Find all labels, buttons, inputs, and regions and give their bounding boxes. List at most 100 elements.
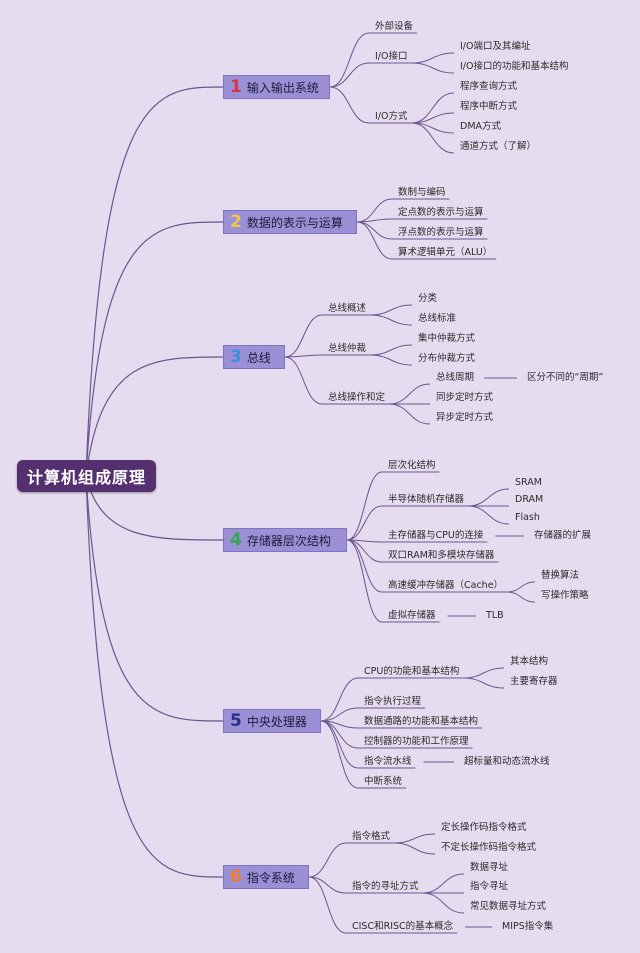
connector-line: [284, 354, 323, 358]
subtopic-node[interactable]: DRAM: [515, 494, 544, 505]
topic-node[interactable]: 总线仲裁: [328, 343, 367, 354]
topic-node[interactable]: 指令格式: [352, 831, 391, 842]
topic-node[interactable]: I/O接口: [375, 51, 408, 62]
connector-line: [389, 383, 431, 405]
topic-node[interactable]: 数据通路的功能和基本结构: [364, 716, 479, 727]
subtopic-node[interactable]: 同步定时方式: [436, 392, 494, 403]
connector-line: [370, 304, 413, 316]
topic-node[interactable]: 层次化结构: [388, 460, 436, 471]
branch-node-4[interactable]: 4 存储器层次结构: [223, 528, 347, 552]
topic-node[interactable]: 浮点数的表示与运算: [398, 227, 484, 238]
branch-label: 中央处理器: [246, 714, 307, 729]
topic-node[interactable]: 双口RAM和多模块存储器: [388, 550, 495, 561]
root-node[interactable]: 计算机组成原理: [17, 460, 156, 492]
subtopic-node[interactable]: 存储器的扩展: [534, 530, 592, 541]
connector-line: [356, 198, 393, 223]
topic-node[interactable]: 虚拟存储器: [388, 610, 436, 621]
subtopic-node[interactable]: SRAM: [515, 477, 542, 488]
connector-line: [346, 471, 383, 541]
subtopic-node[interactable]: Flash: [515, 512, 540, 523]
branch-number: 5: [230, 711, 242, 731]
subtopic-node[interactable]: 总线标准: [418, 313, 457, 324]
subtopic-node[interactable]: I/O接口的功能和基本结构: [460, 61, 569, 72]
subtopic-node[interactable]: DMA方式: [460, 121, 502, 132]
connector-line: [85, 86, 224, 477]
connector-line: [284, 356, 323, 405]
connector-line: [422, 873, 465, 894]
connector-line: [370, 344, 413, 356]
branch-number: 3: [230, 347, 242, 367]
subtopic-node[interactable]: MIPS指令集: [502, 921, 554, 932]
topic-node[interactable]: 数制与编码: [398, 187, 446, 198]
topic-node[interactable]: 高速缓冲存储器（Cache）: [388, 580, 504, 591]
branch-node-3[interactable]: 3 总线: [223, 345, 285, 369]
connector-line: [308, 876, 347, 934]
subtopic-node[interactable]: 总线周期: [436, 372, 475, 383]
connector-line: [370, 314, 413, 326]
branch-number: 6: [230, 867, 242, 887]
topic-node[interactable]: 定点数的表示与运算: [398, 207, 484, 218]
subtopic-node[interactable]: 超标量和动态流水线: [464, 756, 550, 767]
connector-line: [468, 505, 510, 525]
subtopic-node[interactable]: 通道方式（了解）: [460, 141, 537, 152]
subtopic-node[interactable]: 数据寻址: [470, 862, 509, 873]
connector-line: [370, 354, 413, 366]
branch-label: 指令系统: [246, 870, 295, 885]
connector-line: [356, 221, 393, 260]
topic-node[interactable]: CPU的功能和基本结构: [364, 666, 460, 677]
branch-label: 数据的表示与运算: [246, 215, 343, 230]
subtopic-node[interactable]: 分布仲裁方式: [418, 353, 476, 364]
subtopic-node[interactable]: 指令寻址: [470, 881, 509, 892]
topic-node[interactable]: I/O方式: [375, 111, 408, 122]
branch-node-5[interactable]: 5 中央处理器: [223, 709, 321, 733]
topic-node[interactable]: 指令流水线: [364, 756, 412, 767]
topic-node[interactable]: 总线概述: [328, 303, 367, 314]
topic-node[interactable]: 主存储器与CPU的连接: [388, 530, 484, 541]
subtopic-node[interactable]: 程序中断方式: [460, 101, 518, 112]
subtopic-node[interactable]: 定长操作码指令格式: [441, 822, 527, 833]
topic-node[interactable]: 指令执行过程: [364, 696, 422, 707]
connector-line: [356, 221, 393, 240]
connector-line: [411, 112, 455, 124]
subtopic-node[interactable]: 分类: [418, 293, 438, 304]
connector-line: [284, 314, 323, 358]
connector-line: [85, 475, 224, 722]
subtopic-node[interactable]: 写操作策略: [541, 590, 589, 601]
subtopic-node[interactable]: 异步定时方式: [436, 412, 494, 423]
detail-node[interactable]: 区分不同的“周期”: [527, 372, 604, 383]
subtopic-node[interactable]: 常见数据寻址方式: [470, 901, 547, 912]
branch-node-6[interactable]: 6 指令系统: [223, 865, 309, 889]
subtopic-node[interactable]: 程序查询方式: [460, 81, 518, 92]
connector-line: [85, 475, 224, 878]
topic-node[interactable]: 算术逻辑单元（ALU）: [398, 247, 493, 258]
connector-line: [329, 62, 370, 88]
topic-node[interactable]: 指令的寻址方式: [352, 881, 419, 892]
connector-line: [389, 403, 431, 425]
subtopic-node[interactable]: 替换算法: [541, 570, 580, 581]
topic-node[interactable]: 半导体随机存储器: [388, 494, 465, 505]
topic-node[interactable]: CISC和RISC的基本概念: [352, 921, 454, 932]
subtopic-node[interactable]: 集中仲裁方式: [418, 333, 476, 344]
subtopic-node[interactable]: 主要寄存器: [510, 676, 558, 687]
connector-line: [394, 842, 436, 855]
branch-number: 4: [230, 530, 242, 550]
connector-line: [85, 356, 224, 477]
branch-label: 总线: [246, 350, 271, 365]
topic-node[interactable]: 外部设备: [375, 21, 414, 32]
connector-line: [468, 488, 510, 507]
branch-label: 存储器层次结构: [246, 533, 331, 548]
topic-node[interactable]: 中断系统: [364, 776, 403, 787]
connector-line: [320, 707, 359, 722]
subtopic-node[interactable]: 其本结构: [510, 656, 549, 667]
subtopic-node[interactable]: TLB: [486, 610, 504, 621]
connector-line: [356, 218, 393, 223]
subtopic-node[interactable]: I/O端口及其编址: [460, 41, 531, 52]
topic-node[interactable]: 控制器的功能和工作原理: [364, 736, 469, 747]
root-label: 计算机组成原理: [26, 468, 146, 487]
connector-line: [320, 677, 359, 722]
topic-node[interactable]: 总线操作和定: [328, 392, 386, 403]
subtopic-node[interactable]: 不定长操作码指令格式: [441, 842, 537, 853]
